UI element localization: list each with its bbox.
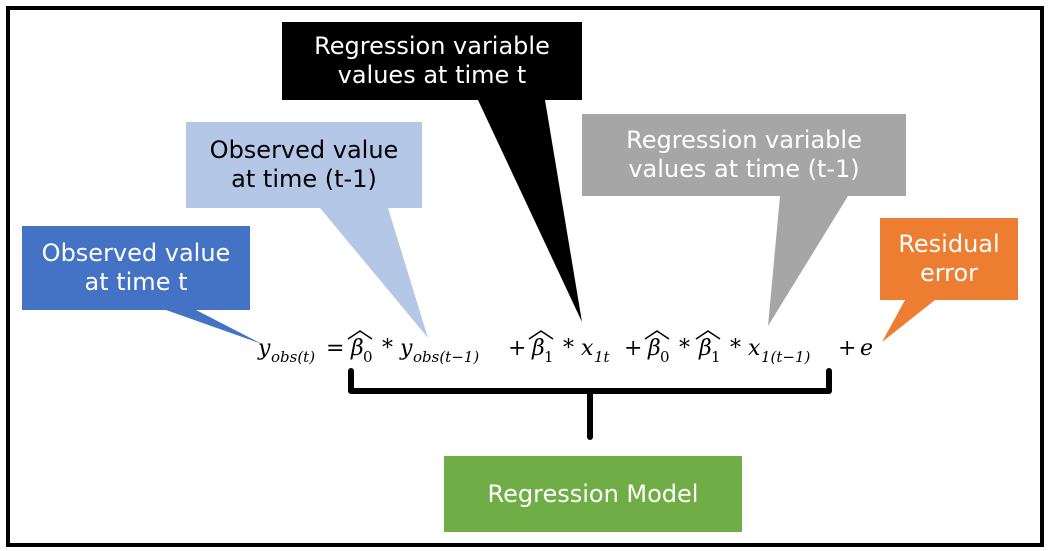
eq-beta0-b: β bbox=[648, 336, 661, 361]
eq-beta0-b-sub: 0 bbox=[660, 348, 670, 366]
eq-y-var: y bbox=[400, 336, 413, 361]
eq-x-var-b: x bbox=[748, 336, 761, 361]
callout-observed-t1-text: Observed value at time (t-1) bbox=[209, 136, 399, 193]
eq-times-1: * bbox=[382, 336, 393, 361]
eq-x1t1-sub: 1(t−1) bbox=[761, 348, 811, 366]
regression-equation: y obs(t) = β 0 * y obs(t−1) + β 1 * x 1t… bbox=[258, 330, 898, 376]
eq-error: e bbox=[860, 336, 874, 361]
hat-beta0-a bbox=[347, 330, 373, 340]
callout-regression-t-shape bbox=[282, 22, 582, 322]
eq-equals: = bbox=[326, 336, 345, 361]
eq-plus-3: + bbox=[838, 336, 857, 361]
eq-beta0-a-sub: 0 bbox=[363, 348, 373, 366]
eq-plus-1: + bbox=[508, 336, 527, 361]
callout-observed-t-text: Observed value at time t bbox=[41, 239, 231, 296]
callout-residual-text: Residual error bbox=[898, 230, 1000, 287]
eq-lhs-var: y bbox=[258, 336, 271, 361]
eq-x-var-a: x bbox=[581, 336, 594, 361]
callout-observed-t: Observed value at time t bbox=[22, 226, 250, 310]
eq-beta1-a-sub: 1 bbox=[544, 348, 554, 366]
callout-regression-t1: Regression variable values at time (t-1) bbox=[582, 114, 906, 196]
eq-y-sub: obs(t−1) bbox=[413, 348, 480, 366]
callout-observed-t1: Observed value at time (t-1) bbox=[186, 122, 422, 208]
eq-times-3: * bbox=[679, 336, 690, 361]
model-brace bbox=[348, 368, 832, 440]
callout-regression-t: Regression variable values at time t bbox=[282, 22, 582, 100]
callout-residual: Residual error bbox=[880, 218, 1018, 300]
eq-times-4: * bbox=[730, 336, 741, 361]
model-box-shape bbox=[444, 456, 742, 532]
callout-regression-t-text: Regression variable values at time t bbox=[314, 32, 550, 89]
eq-x1t-sub: 1t bbox=[594, 348, 610, 366]
callout-regression-t1-shape bbox=[582, 114, 906, 326]
eq-lhs-sub: obs(t) bbox=[271, 348, 316, 366]
callout-observed-t-shape bbox=[22, 226, 262, 344]
eq-times-2: * bbox=[563, 336, 574, 361]
model-box: Regression Model bbox=[444, 456, 742, 532]
hat-beta1-b bbox=[695, 330, 721, 340]
eq-beta1-b-sub: 1 bbox=[711, 348, 721, 366]
model-label: Regression Model bbox=[487, 479, 699, 508]
eq-beta1-a: β bbox=[532, 336, 545, 361]
eq-beta1-b: β bbox=[699, 336, 712, 361]
callout-regression-t1-text: Regression variable values at time (t-1) bbox=[626, 126, 862, 183]
eq-beta0-a: β bbox=[351, 336, 364, 361]
callout-observed-t1-shape bbox=[186, 122, 428, 338]
hat-beta1-a bbox=[528, 330, 554, 340]
callout-residual-shape bbox=[880, 218, 1018, 342]
hat-beta0-b bbox=[644, 330, 670, 340]
eq-plus-2: + bbox=[624, 336, 643, 361]
